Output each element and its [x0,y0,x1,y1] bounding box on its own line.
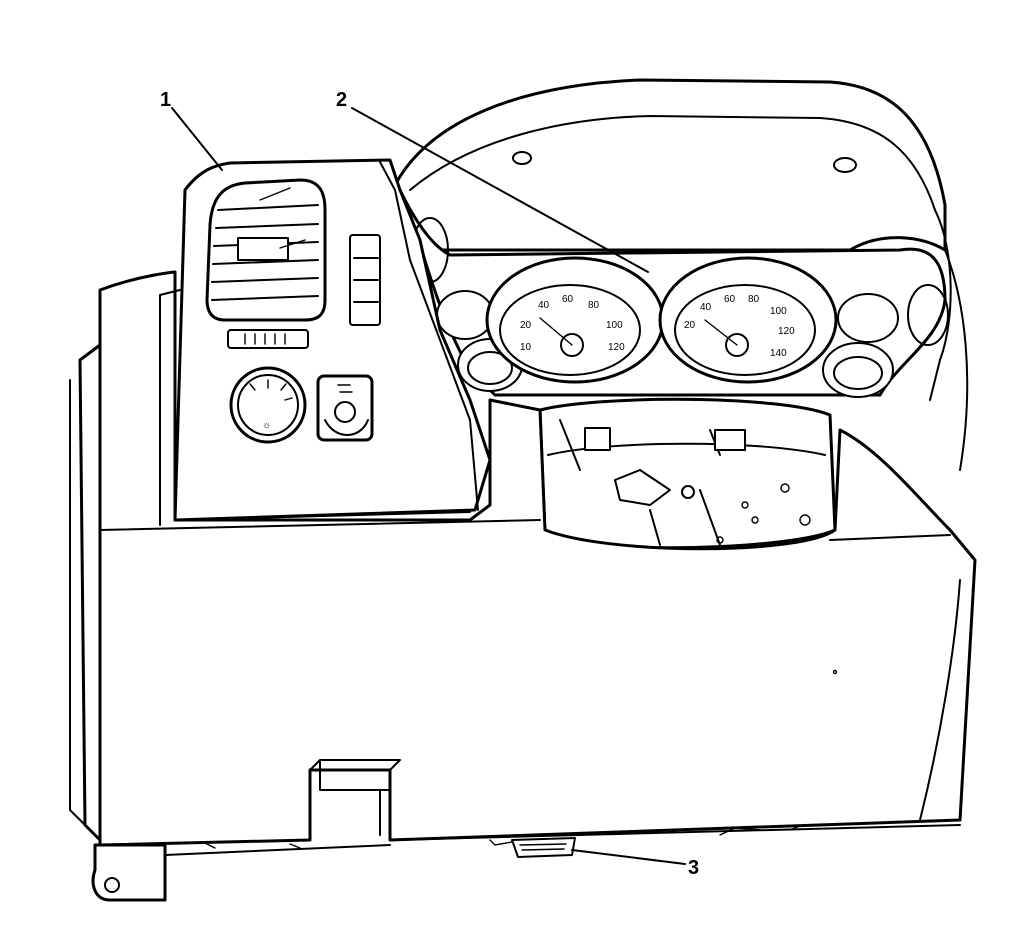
callout-1: 1 [160,89,171,111]
tachometer-icon: 20 40 60 80 100 120 140 [658,256,838,384]
switch-stack [349,234,381,326]
svg-text:20: 20 [684,320,696,331]
left-end-cap [69,343,167,902]
svg-text:10: 10 [520,342,532,353]
leader-line-3 [571,849,686,865]
small-gauge-right-upper [837,293,899,343]
svg-text:80: 80 [588,300,600,311]
small-gauge-left-upper [436,290,494,340]
leader-lines [171,107,686,865]
svg-text:40: 40 [538,300,550,311]
svg-text:100: 100 [770,306,787,317]
svg-text:20: 20 [520,320,532,331]
svg-text:120: 120 [778,326,795,337]
headlamp-switch-icon: ☼ [229,366,307,444]
vent-thumbwheel [227,329,309,349]
callout-3: 3 [688,857,699,879]
svg-text:140: 140 [770,348,787,359]
leader-line-2 [351,107,649,273]
svg-text:60: 60 [562,294,574,305]
steering-column-opening [538,397,837,550]
dimmer-switch-icon [316,374,374,442]
svg-text:120: 120 [608,342,625,353]
lower-instrument-panel [98,270,977,856]
leader-line-1 [171,107,223,171]
diagnostic-connector-icon [489,837,576,858]
svg-text:60: 60 [724,294,736,305]
speedometer-icon: 20 40 60 80 100 120 10 [485,256,665,384]
air-vent-icon [205,178,327,322]
svg-text:40: 40 [700,302,712,313]
svg-text:100: 100 [606,320,623,331]
svg-text:☼: ☼ [262,420,271,431]
callout-2: 2 [336,89,347,111]
svg-text:80: 80 [748,294,760,305]
